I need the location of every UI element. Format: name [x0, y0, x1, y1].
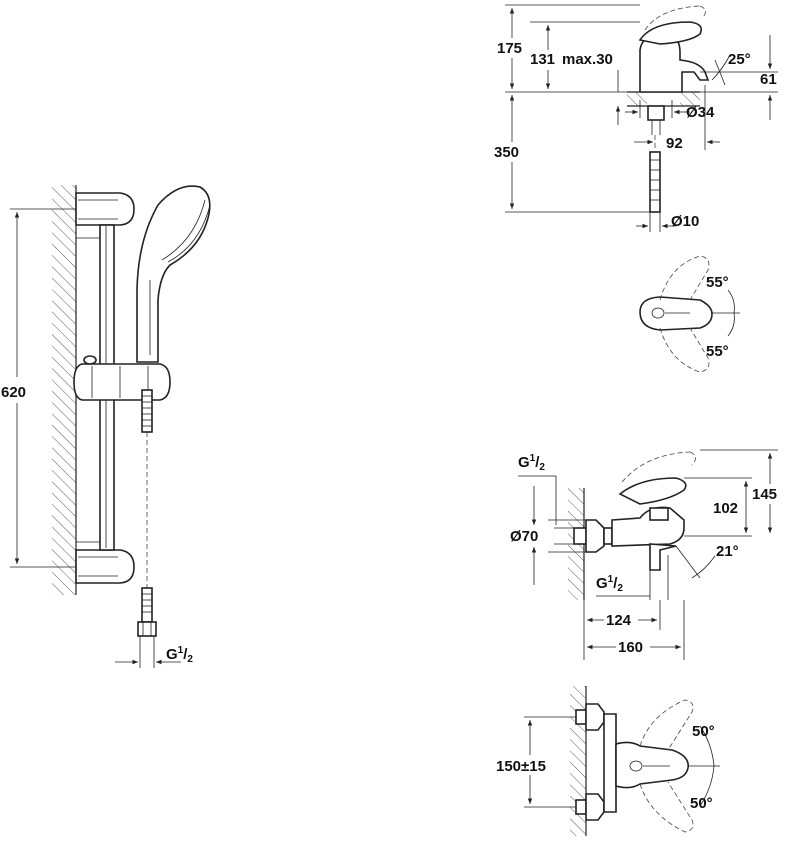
top-bracket: [75, 192, 135, 226]
dim-basin-hose-length: 350: [494, 144, 519, 161]
basin-mixer-top-view: 55° 55°: [639, 255, 740, 373]
dim-bath-rosette: Ø70: [510, 528, 538, 545]
dim-basin-hole-diameter: Ø34: [686, 104, 715, 121]
dim-bath-connection-top: G1/2: [518, 453, 545, 473]
hose-nut: [137, 621, 157, 637]
dim-basin-hose-diameter: Ø10: [671, 213, 699, 230]
bath-angle-upper: 50°: [692, 723, 715, 740]
bath-mixer-top-view: 50° 50° 150±15: [494, 686, 720, 836]
dim-shower-height: 620: [1, 384, 26, 401]
dim-basin-total-height: 175: [497, 40, 522, 57]
wall-hatch: [52, 185, 76, 595]
bath-eccentric-connector: [573, 527, 587, 545]
dim-shower-connection: G1/2: [166, 645, 193, 665]
dim-basin-angle: 25°: [728, 51, 751, 68]
bottom-bracket: [75, 549, 135, 584]
hose-coil-upper: [141, 389, 153, 433]
dim-bath-centres: 150±15: [496, 758, 546, 775]
bath-mixer-body: [611, 506, 685, 547]
dim-basin-max-thickness: max.30: [562, 51, 613, 68]
basin-angle-upper: 55°: [706, 274, 729, 291]
dim-bath-spout-offset: 124: [606, 612, 632, 629]
dim-bath-connection-bottom: G1/2: [596, 574, 623, 594]
hand-shower: [136, 185, 211, 363]
basin-mixer-handle: [638, 21, 703, 45]
dim-bath-total-depth: 160: [618, 639, 643, 656]
dim-bath-angle: 21°: [716, 543, 739, 560]
bath-mixer-drawing: G1/2 Ø70 102 145 21° G1/2 124: [508, 449, 786, 660]
dim-basin-spout-clearance: 61: [760, 71, 777, 88]
bath-angle-lower: 50°: [690, 795, 713, 812]
dim-bath-total-height: 145: [752, 486, 777, 503]
rail-slider: [73, 363, 171, 401]
shower-set-drawing: 620 G1/2: [1, 185, 211, 668]
bath-lever-top: [615, 741, 689, 789]
bath-body-top: [603, 713, 617, 813]
hose-coil-lower: [141, 587, 153, 623]
basin-angle-lower: 55°: [706, 343, 729, 360]
bath-spout: [649, 543, 677, 571]
dim-basin-spout-reach: 92: [666, 135, 683, 152]
basin-hose-coil: [649, 151, 661, 213]
basin-mixer-body: [639, 34, 710, 93]
bath-mixer-handle: [618, 477, 687, 505]
basin-mixer-drawing: 175 131 max.30 25° 61 Ø34 92: [494, 4, 778, 232]
dim-bath-handle-height: 102: [713, 500, 738, 517]
basin-lever-top: [639, 296, 713, 331]
dim-basin-spout-height: 131: [530, 51, 555, 68]
